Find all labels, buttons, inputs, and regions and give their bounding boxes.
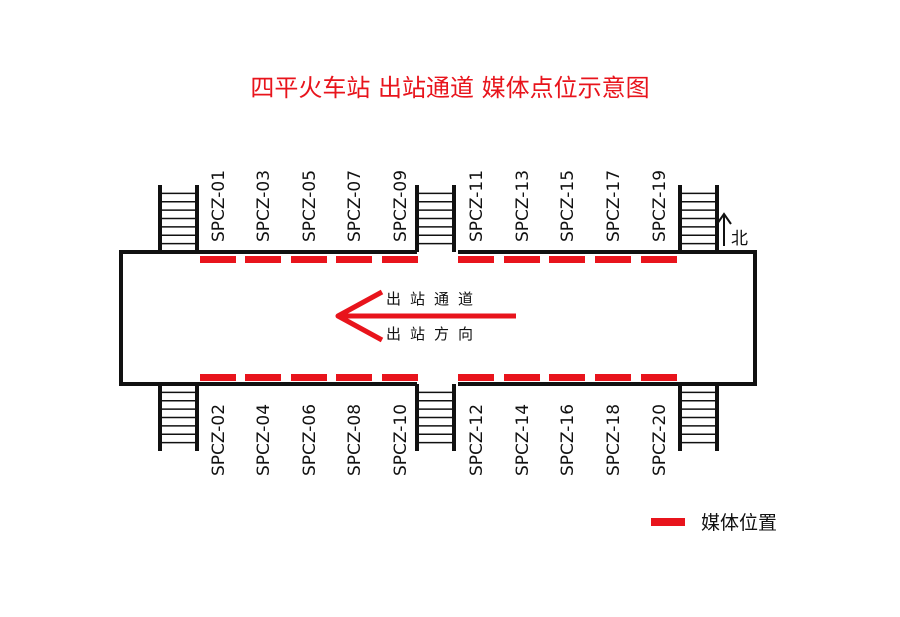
media-point-label: SPCZ-01 [209, 170, 229, 242]
staircase-icon [158, 384, 199, 451]
direction-label-exit: 出站方向 [386, 325, 482, 343]
media-point-label: SPCZ-12 [467, 404, 487, 476]
media-point-label: SPCZ-15 [558, 170, 578, 242]
media-point-marker [291, 256, 327, 263]
media-point-marker [504, 256, 540, 263]
labels-row-bottom: SPCZ-02 SPCZ-04 SPCZ-06 SPCZ-08 SPCZ-10 SPCZ-… [209, 404, 670, 476]
page-title: 四平火车站 出站通道 媒体点位示意图 [250, 74, 650, 102]
staircase-icon [678, 185, 719, 252]
media-point-marker [291, 374, 327, 381]
media-point-marker [549, 256, 585, 263]
media-point-label: SPCZ-03 [254, 170, 274, 242]
media-point-marker [200, 256, 236, 263]
media-point-label: SPCZ-04 [254, 404, 274, 476]
media-point-marker [336, 374, 372, 381]
direction-label-passage: 出站通道 [386, 290, 482, 308]
media-point-label: SPCZ-20 [650, 404, 670, 476]
media-point-marker [595, 256, 631, 263]
east-wall [680, 250, 757, 386]
media-point-label: SPCZ-13 [513, 170, 533, 242]
media-point-label: SPCZ-10 [391, 404, 411, 476]
exit-direction-arrow-icon [335, 289, 516, 343]
media-point-label: SPCZ-06 [300, 404, 320, 476]
media-point-marker [458, 256, 494, 263]
media-point-marker [200, 374, 236, 381]
media-point-marker [245, 374, 281, 381]
media-point-marker [641, 256, 677, 263]
staircase-icon [678, 384, 719, 451]
staircase-icon [415, 185, 456, 252]
media-point-marker [595, 374, 631, 381]
legend-media-swatch [651, 517, 685, 526]
media-point-label: SPCZ-16 [558, 404, 578, 476]
media-point-label: SPCZ-08 [345, 404, 365, 476]
media-point-label: SPCZ-09 [391, 170, 411, 242]
staircases [158, 185, 719, 451]
media-point-label: SPCZ-02 [209, 404, 229, 476]
media-point-marker [458, 374, 494, 381]
staircase-icon [415, 384, 456, 451]
media-point-marker [382, 374, 418, 381]
media-point-marker [245, 256, 281, 263]
media-point-label: SPCZ-07 [345, 170, 365, 242]
media-point-label: SPCZ-11 [467, 170, 487, 242]
media-point-marker [641, 374, 677, 381]
media-point-label: SPCZ-14 [513, 404, 533, 476]
media-point-marker [504, 374, 540, 381]
legend: 媒体位置 [651, 508, 777, 535]
legend-label: 媒体位置 [701, 512, 778, 534]
media-row-bottom [200, 374, 677, 381]
media-point-label: SPCZ-17 [604, 170, 624, 242]
west-wall [119, 250, 196, 386]
labels-row-top: SPCZ-01 SPCZ-03 SPCZ-05 SPCZ-07 SPCZ-09 SPCZ-… [209, 170, 670, 242]
north-arrow-icon [716, 212, 732, 246]
media-point-label: SPCZ-18 [604, 404, 624, 476]
media-point-label: SPCZ-19 [650, 170, 670, 242]
north-label: 北 [731, 229, 748, 249]
media-point-marker [382, 256, 418, 263]
media-point-marker [549, 374, 585, 381]
staircase-icon [158, 185, 199, 252]
media-row-top [200, 256, 677, 263]
media-point-label: SPCZ-05 [300, 170, 320, 242]
media-point-marker [336, 256, 372, 263]
